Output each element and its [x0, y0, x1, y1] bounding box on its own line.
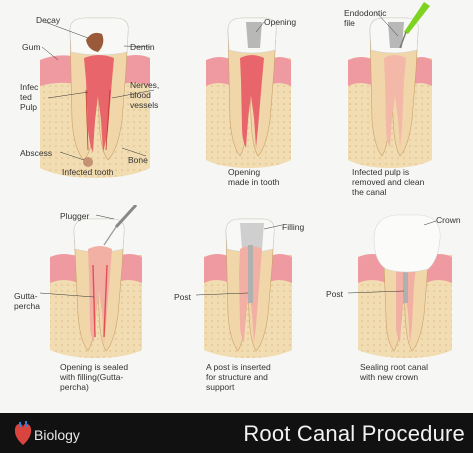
panel-cleaning: Endodontic file Infected pulp is removed… — [312, 0, 468, 205]
caption-opening: Opening made in tooth — [228, 167, 280, 187]
label-plugger: Plugger — [60, 211, 89, 221]
footer-bar: Biology Root Canal Procedure — [0, 413, 473, 453]
caption-post: A post is inserted for structure and sup… — [206, 362, 271, 392]
label-decay: Decay — [36, 15, 60, 25]
label-gutta-percha: Gutta- percha — [14, 291, 40, 311]
page-title: Root Canal Procedure — [243, 421, 465, 447]
label-dentin: Dentin — [130, 42, 155, 52]
label-nerves-blood-vessels: Nerves, blood vessels — [130, 80, 159, 110]
label-opening: Opening — [264, 17, 296, 27]
label-endodontic-file: Endodontic file — [344, 8, 387, 28]
label-gum: Gum — [22, 42, 40, 52]
panel-crown: Crown Post Sealing root canal with new c… — [312, 205, 468, 410]
label-filling: Filling — [282, 222, 304, 232]
label-infected-pulp: Infec ted Pulp — [20, 82, 38, 112]
panel-sealing-gutta-percha: Plugger Gutta- percha Opening is sealed … — [0, 205, 156, 410]
heart-organ-icon — [12, 419, 34, 447]
label-post: Post — [174, 292, 191, 302]
caption-crown: Sealing root canal with new crown — [360, 362, 428, 382]
brand-name: Biology — [34, 427, 80, 443]
label-bone: Bone — [128, 155, 148, 165]
caption-sealing: Opening is sealed with filling(Gutta- pe… — [60, 362, 128, 392]
caption-infected-tooth: Infected tooth — [62, 167, 114, 177]
caption-cleaning: Infected pulp is removed and clean the c… — [352, 167, 424, 197]
label-crown: Crown — [436, 215, 461, 225]
label-abscess: Abscess — [20, 148, 52, 158]
label-post: Post — [326, 289, 343, 299]
panel-opening: Opening Opening made in tooth — [156, 0, 312, 205]
panel-infected-tooth: Decay Gum Infec ted Pulp Dentin Nerves, … — [0, 0, 156, 205]
panel-post-inserted: Filling Post A post is inserted for stru… — [156, 205, 312, 410]
